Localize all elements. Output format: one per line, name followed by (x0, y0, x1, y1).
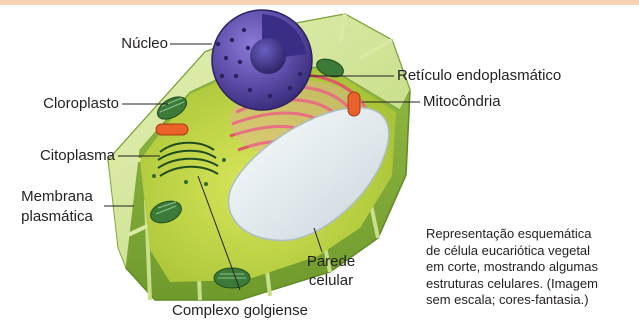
caption-line: Representação esquemática (426, 226, 638, 243)
caption-line: estruturas celulares. (Imagem (426, 276, 638, 293)
label-nucleo: Núcleo (102, 35, 168, 53)
figure-caption: Representação esquemática de célula euca… (426, 226, 638, 309)
label-membrana-2: plasmática (10, 208, 104, 226)
caption-line: em corte, mostrando algumas (426, 259, 638, 276)
label-reticulo: Retículo endoplasmático (397, 67, 561, 85)
label-membrana-1: Membrana (10, 188, 104, 206)
nucleus (212, 10, 312, 110)
label-mitocondria: Mitocôndria (423, 93, 501, 111)
label-parede-2: celular (296, 272, 366, 290)
label-cloroplasto: Cloroplasto (14, 95, 119, 113)
caption-line: de célula eucariótica vegetal (426, 243, 638, 260)
label-parede-1: Parede (296, 253, 366, 271)
caption-line: sem escala; cores-fantasia.) (426, 292, 638, 309)
label-complexo-golgiense: Complexo golgiense (172, 302, 308, 320)
label-citoplasma: Citoplasma (2, 147, 115, 165)
